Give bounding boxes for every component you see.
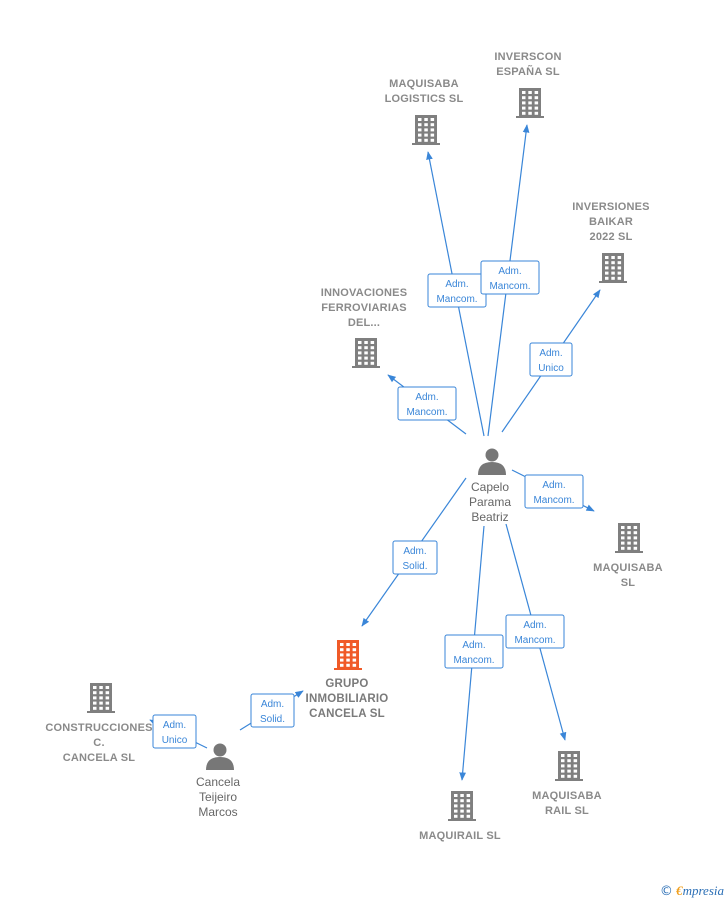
node-inverscon[interactable]: INVERSCON ESPAÑA SL (494, 51, 561, 118)
relation-badge[interactable]: Adm. Solid. (250, 693, 295, 728)
building-icon (334, 640, 362, 670)
relation-badge[interactable]: Adm. Mancom. (397, 386, 457, 421)
relation-badge-text: Adm. (498, 266, 521, 277)
relation-badge-text: Mancom. (514, 635, 555, 646)
node-label: Parama (469, 495, 511, 509)
node-label: MAQUISABA (593, 562, 663, 574)
relation-badge-text: Adm. (261, 699, 284, 710)
node-label: MAQUISABA (532, 790, 602, 802)
node-label: RAIL SL (545, 805, 589, 817)
building-icon (599, 253, 627, 283)
node-label: INVERSCON (494, 51, 561, 63)
relation-badge-text: Solid. (402, 561, 427, 572)
node-label: INVERSIONES (572, 201, 649, 213)
relation-badge[interactable]: Adm. Unico (152, 714, 197, 749)
relation-badge-text: Mancom. (533, 495, 574, 506)
relation-badge-text: Unico (162, 735, 188, 746)
copyright-icon: © (659, 884, 673, 899)
relation-badge-text: Adm. (523, 620, 546, 631)
node-label: DEL... (348, 317, 380, 329)
relation-badge-text: Adm. (445, 279, 468, 290)
building-icon (516, 88, 544, 118)
node-construcciones[interactable]: CONSTRUCCIONES C. CANCELA SL (45, 683, 152, 764)
relation-badge-text: Mancom. (406, 407, 447, 418)
node-maquisaba_logistics[interactable]: MAQUISABA LOGISTICS SL (385, 78, 464, 145)
relation-badge[interactable]: Adm. Solid. (392, 540, 438, 575)
relation-badge-text: Mancom. (436, 294, 477, 305)
node-label: Teijeiro (199, 790, 237, 804)
node-label: ESPAÑA SL (496, 65, 560, 78)
node-label: Cancela (196, 775, 240, 789)
node-label: Marcos (198, 805, 237, 819)
relation-badge-text: Mancom. (489, 281, 530, 292)
brand-name: mpresia (682, 883, 724, 898)
brand-logo: © €mpresia (660, 883, 724, 899)
node-label: GRUPO (325, 678, 368, 690)
node-label: C. (93, 737, 104, 749)
relation-badge[interactable]: Adm. Mancom. (427, 273, 487, 308)
node-label: CANCELA SL (63, 752, 136, 764)
relation-badge[interactable]: Adm. Mancom. (480, 260, 540, 295)
person-icon (206, 743, 234, 770)
node-label: INMOBILIARIO (306, 693, 389, 705)
relation-badge-text: Adm. (415, 392, 438, 403)
person-icon (478, 448, 506, 475)
node-label: INNOVACIONES (321, 287, 408, 299)
relation-badge-text: Adm. (462, 640, 485, 651)
relation-badge-text: Adm. (163, 720, 186, 731)
building-icon (448, 791, 476, 821)
node-label: Capelo (471, 480, 509, 494)
building-icon (555, 751, 583, 781)
building-icon (412, 115, 440, 145)
node-innovaciones[interactable]: INNOVACIONES FERROVIARIAS DEL... (321, 287, 408, 368)
node-inversiones_baikar[interactable]: INVERSIONES BAIKAR 2022 SL (572, 201, 649, 283)
building-icon (615, 523, 643, 553)
node-label: CONSTRUCCIONES (45, 722, 152, 734)
node-label: CANCELA SL (309, 708, 385, 720)
building-icon (87, 683, 115, 713)
relation-badge-text: Adm. (403, 546, 426, 557)
relation-badge-text: Adm. (542, 480, 565, 491)
node-label: SL (621, 577, 636, 589)
node-label: MAQUIRAIL SL (419, 830, 501, 842)
node-label: MAQUISABA (389, 78, 459, 90)
node-label: BAIKAR (589, 216, 633, 228)
node-maquisaba_rail[interactable]: MAQUISABA RAIL SL (532, 751, 602, 817)
building-icon (352, 338, 380, 368)
relation-badge[interactable]: Adm. Mancom. (444, 634, 504, 669)
node-maquisaba[interactable]: MAQUISABA SL (593, 523, 663, 589)
node-label: LOGISTICS SL (385, 93, 464, 105)
node-label: Beatriz (471, 510, 508, 524)
relation-badge-text: Unico (538, 363, 564, 374)
relation-badge-text: Mancom. (453, 655, 494, 666)
node-label: FERROVIARIAS (321, 302, 407, 314)
node-grupo[interactable]: GRUPO INMOBILIARIO CANCELA SL (306, 640, 389, 720)
brand-initial: € (676, 883, 683, 898)
node-label: 2022 SL (590, 231, 633, 243)
relation-badge[interactable]: Adm. Mancom. (524, 474, 584, 509)
relation-badge[interactable]: Adm. Unico (529, 342, 573, 377)
relation-badge[interactable]: Adm. Mancom. (505, 614, 565, 649)
relation-badge-text: Adm. (539, 348, 562, 359)
node-maquirail[interactable]: MAQUIRAIL SL (419, 791, 501, 842)
relation-badge-text: Solid. (260, 714, 285, 725)
